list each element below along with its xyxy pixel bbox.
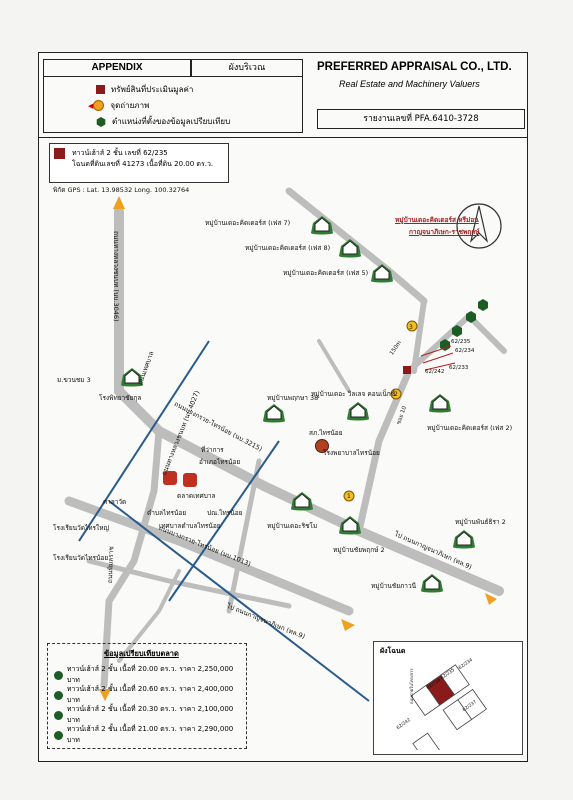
label-v13: ม.ขวนชม 3 — [57, 376, 91, 384]
green-hexagon-icon — [54, 690, 63, 700]
location-map — [64, 187, 507, 702]
project-name-2: กาญจนาภิเษก-ราชพฤกษ์ — [409, 228, 480, 236]
map-word: ผังบริเวณ — [191, 59, 303, 77]
company-name: PREFERRED APPRAISAL CO., LTD. — [317, 61, 512, 73]
property-info-box: ทาวน์เฮ้าส์ 2 ชั้น เลขที่ 62/235 โฉนดที่… — [49, 143, 229, 183]
comparable-item: ทาวน์เฮ้าส์ 2 ชั้น เนื้อที่ 21.00 ตร.ว. … — [54, 724, 246, 746]
appendix-title: APPENDIX — [43, 59, 191, 77]
label-v18: ตำบลไทรน้อย — [147, 509, 187, 517]
photo-point-icon: ◀ — [88, 100, 105, 111]
house-icon — [451, 527, 477, 551]
lot-label-3: 62/233 — [449, 365, 469, 371]
header: APPENDIX ผังบริเวณ ทรัพย์สินที่ประเมินมู… — [39, 53, 527, 138]
appendix-page: APPENDIX ผังบริเวณ ทรัพย์สินที่ประเมินมู… — [38, 52, 528, 762]
label-v14: โรงพิทยาชัยกุล — [99, 394, 142, 402]
label-v3: หมู่บ้านเดอะคิดเดอร์ส (เฟส 5) — [283, 269, 369, 277]
photo-point-3: 3 — [409, 324, 413, 331]
comparable-item: ทาวน์เฮ้าส์ 2 ชั้น เนื้อที่ 20.60 ตร.ว. … — [54, 684, 246, 706]
lot-label-1: 62/235 — [451, 339, 471, 345]
photo-point-icon — [343, 320, 418, 502]
label-v19: ปณ.ไทรน้อย — [207, 509, 243, 517]
north-arrow-icon — [456, 203, 502, 249]
house-icon — [419, 571, 445, 595]
plot-plan-drawing — [410, 664, 487, 750]
report-number: รายงานเลขที่ PFA.6410-3728 — [317, 109, 525, 129]
legend-item-property: ทรัพย์สินที่ประเมินมูลค่า — [96, 83, 193, 96]
gps-line: พิกัด GPS : Lat. 13.98532 Long. 100.3276… — [53, 186, 190, 194]
house-icon — [369, 261, 395, 285]
plot-road-label: ถนนภายในโครงการ — [409, 668, 414, 704]
comparable-item: ทาวน์เฮ้าส์ 2 ชั้น เนื้อที่ 20.00 ตร.ว. … — [54, 664, 246, 686]
label-v17: ตลาดเทศบาล — [177, 492, 216, 500]
green-hexagon-icon — [54, 670, 63, 680]
route-arrow-icon — [99, 196, 497, 701]
comparable-item: ทาวน์เฮ้าส์ 2 ชั้น เนื้อที่ 20.30 ตร.ว. … — [54, 704, 246, 726]
red-square-icon — [54, 148, 65, 159]
house-icon — [427, 391, 453, 415]
road-label-8: ถนนพิมลราช — [105, 546, 116, 584]
label-v6: หมู่บ้านพฤกษา 38 — [267, 394, 319, 402]
label-v12: หมู่บ้านชัยภาวนี — [371, 582, 417, 590]
label-v8: โรงพยาบาลไทรน้อย — [323, 449, 380, 457]
photo-point-2: 2 — [394, 391, 398, 398]
label-v2: หมู่บ้านเดอะคิดเดอร์ส (เฟส 8) — [245, 244, 331, 252]
comparables-title: ข้อมูลเปรียบเทียบตลาด — [104, 649, 179, 658]
label-v20: ศาลาวัด — [103, 498, 127, 506]
info-line-1: ทาวน์เฮ้าส์ 2 ชั้น เลขที่ 62/235 — [72, 149, 168, 157]
company-subtitle: Real Estate and Machinery Valuers — [339, 79, 480, 89]
road-label-5: ถนนทางหลวงชนบท (นบ.3046) — [112, 231, 120, 322]
property-marker-icon — [403, 366, 411, 374]
plot-plan-box: ผังโฉนด 62/235 62/234 62/236 62/237 62/2… — [373, 641, 523, 755]
legend: ทรัพย์สินที่ประเมินมูลค่า ◀ จุดถ่ายภาพ ต… — [43, 77, 303, 133]
label-v22: โรงเรียนวัดไทรน้อย — [53, 554, 109, 562]
label-v7: สภ.ไทรน้อย — [309, 429, 343, 437]
green-hexagon-icon — [96, 116, 106, 127]
red-square-icon — [96, 85, 105, 94]
house-icon — [337, 513, 363, 537]
house-icon — [309, 213, 335, 237]
legend-item-photo: ◀ จุดถ่ายภาพ — [88, 100, 150, 111]
comparable-hexagon-icon — [440, 299, 488, 351]
label-v16: อำเภอไทรน้อย — [199, 458, 241, 466]
label-v10: หมู่บ้านชัยพฤกษ์ 2 — [333, 546, 385, 554]
label-v15: ที่ว่าการ — [201, 446, 224, 454]
green-hexagon-icon — [54, 710, 63, 720]
lot-label-4: 62/242 — [425, 369, 445, 375]
hospital-icon — [315, 439, 329, 453]
label-v21: โรงเรียนวัดไทรใหญ่ — [53, 524, 110, 532]
comparables-box: ข้อมูลเปรียบเทียบตลาด ทาวน์เฮ้าส์ 2 ชั้น… — [47, 643, 247, 749]
garuda-icon — [163, 471, 177, 485]
label-v23: เทศบาลตำบลไทรน้อย — [159, 522, 221, 530]
plot-plan-title: ผังโฉนด — [380, 647, 406, 655]
label-v4: หมู่บ้านเดอะ วิลเลจ คอนเน็กซ์ — [311, 390, 396, 398]
green-hexagon-icon — [54, 730, 63, 740]
house-icon — [337, 236, 363, 260]
project-name: หมู่บ้านเดอะคิดเดอร์ส หรีม่อน — [395, 216, 479, 224]
photo-point-1: 1 — [347, 493, 351, 500]
lot-label-2: 62/234 — [455, 348, 475, 354]
house-icon — [261, 401, 287, 425]
house-icon — [289, 489, 315, 513]
label-v1: หมู่บ้านเดอะคิดเดอร์ส (เฟส 7) — [205, 219, 291, 227]
house-icon — [345, 399, 371, 423]
house-icon — [119, 365, 145, 389]
label-v11: หมู่บ้านพันธ์ธิรา 2 — [455, 518, 506, 526]
legend-item-comparable: ตำแหน่งที่ตั้งของข้อมูลเปรียบเทียบ — [96, 115, 230, 128]
label-v9: หมู่บ้านเดอะริชโม — [267, 522, 318, 530]
info-line-2: โฉนดที่ดินเลขที่ 41273 เนื้อที่ดิน 20.00… — [72, 160, 214, 168]
garuda-icon — [183, 473, 197, 487]
label-v5: หมู่บ้านเดอะคิดเดอร์ส (เฟส 2) — [427, 424, 513, 432]
